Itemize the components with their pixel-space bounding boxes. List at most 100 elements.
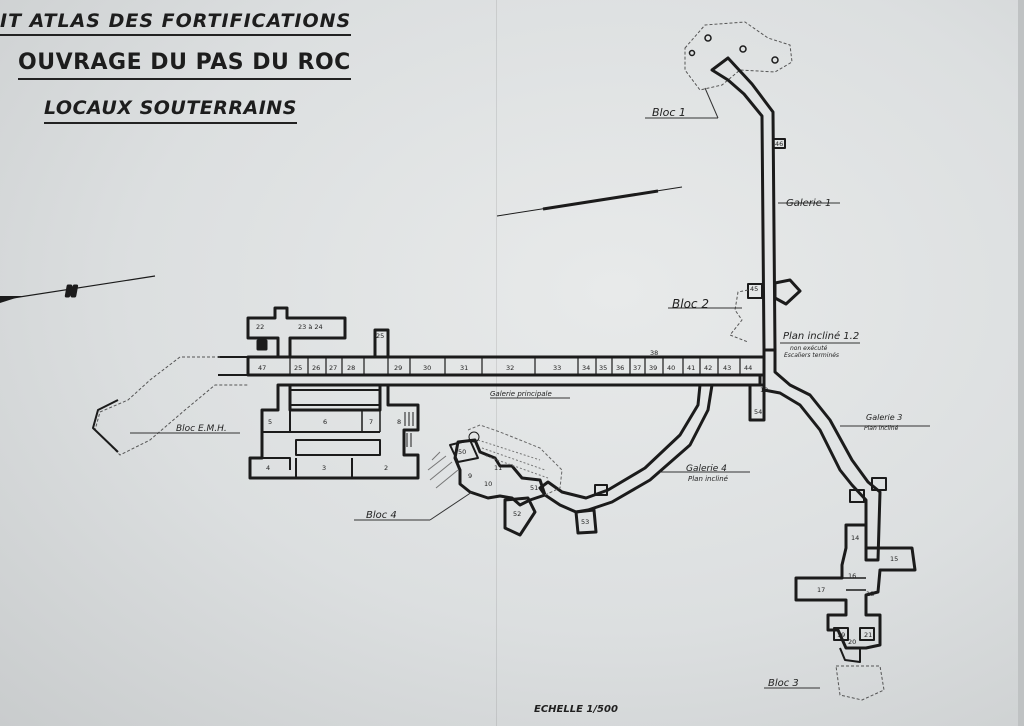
north-arrow	[0, 275, 156, 303]
emh-rooms-3	[262, 439, 381, 470]
room-g3b	[871, 477, 887, 491]
room-number: 4	[266, 464, 270, 472]
bloc3-outline	[835, 665, 885, 701]
ouvrage-title: OUVRAGE DU PAS DU ROC	[18, 50, 351, 80]
gallery-lower-wall	[248, 373, 762, 387]
room-number: 25	[294, 364, 302, 372]
room-number: 8	[397, 418, 401, 426]
room-number: 12	[760, 386, 768, 394]
room-number: 27	[329, 364, 337, 372]
bloc4-hatching	[427, 451, 459, 489]
room-g3	[849, 489, 865, 503]
atlas-title: IT ATLAS DES FORTIFICATIONS	[0, 10, 352, 36]
plan-incline-label: Plan incliné 1.2	[783, 330, 859, 342]
galerie4-sub: Plan incliné	[688, 475, 729, 483]
bloc-3-rooms	[794, 523, 917, 650]
galerie1-label: Galerie 1	[786, 198, 831, 209]
plan-incline-sub2: Escaliers terminés	[784, 352, 839, 359]
room-number: 23 à 24	[298, 323, 323, 331]
leader-lines	[130, 87, 930, 689]
room-26-gal	[772, 138, 786, 149]
bloc1-outline	[684, 21, 793, 91]
room-number: 38	[650, 349, 658, 357]
room-upper-emh	[289, 389, 381, 406]
emh-stairs	[404, 412, 414, 447]
room-number: 2	[384, 464, 388, 472]
room-number: 31	[460, 364, 468, 372]
galerie-principale-label: Galerie principale	[490, 390, 552, 398]
fold-line	[496, 0, 497, 726]
room-numbers: 47 25 26 27 28 29 30 31 32 33 34 35 36 3…	[256, 140, 898, 646]
room-number: 19	[837, 631, 845, 639]
gallery-west-end	[218, 356, 248, 376]
room-number: 20	[848, 638, 856, 646]
room-number: 43	[723, 364, 731, 372]
room-number: 29	[394, 364, 402, 372]
galerie-4	[538, 383, 714, 514]
galerie-1	[710, 56, 777, 352]
bloc2-outline	[729, 289, 749, 343]
room-number: 5	[268, 418, 272, 426]
room-21	[859, 627, 875, 641]
room-number: 17	[817, 586, 825, 594]
bloc1-turret	[771, 56, 779, 64]
bloc4-turret	[468, 431, 480, 443]
room-number: 11	[494, 464, 502, 472]
room-number: 16	[848, 572, 856, 580]
room-number: 7	[369, 418, 373, 426]
room-number: 53	[581, 518, 589, 526]
room-number: 54	[754, 408, 762, 416]
room-number: 52	[513, 510, 521, 518]
room-number: 45	[750, 285, 758, 293]
room-number: 28	[347, 364, 355, 372]
galerie3-label: Galerie 3	[866, 413, 902, 422]
bloc4-label: Bloc 4	[366, 510, 397, 521]
bloc2-label: Bloc 2	[672, 297, 709, 311]
room-number: 3	[322, 464, 326, 472]
room-number: 39	[649, 364, 657, 372]
bloc4-outline	[467, 424, 563, 496]
bloc2-room	[747, 283, 763, 299]
gallery-room-dividers	[289, 357, 741, 375]
room-number: 47	[258, 364, 266, 372]
room-number: 18	[866, 590, 874, 598]
room-marker	[256, 339, 268, 351]
plan-incline-sub1: non exécuté	[790, 345, 828, 352]
bloc3-label: Bloc 3	[768, 678, 799, 689]
galerie-3	[762, 348, 882, 562]
room-number: 21	[864, 631, 872, 639]
room-number: 22	[256, 323, 264, 331]
bloc-emh-outline	[94, 356, 248, 456]
room-number: 26	[312, 364, 320, 372]
room-number: 25	[376, 332, 384, 340]
room-number: 6	[323, 418, 327, 426]
bloc4-ditch	[477, 439, 549, 479]
room-number: 34	[582, 364, 590, 372]
room-number: 37	[633, 364, 641, 372]
room-13	[574, 508, 598, 535]
bloc1-turret	[704, 34, 712, 42]
room-52	[503, 496, 537, 537]
bloc1-turret	[739, 45, 747, 53]
room-number: 10	[484, 480, 492, 488]
locaux-title: LOCAUX SOUTERRAINS	[44, 97, 297, 124]
room-g4	[594, 484, 608, 496]
galerie3-sub: Plan incliné	[864, 425, 899, 432]
room-number: 33	[553, 364, 561, 372]
room-number: 32	[506, 364, 514, 372]
north-label: N	[66, 285, 77, 300]
galerie4-label: Galerie 4	[686, 464, 727, 474]
room-number: 15	[890, 555, 898, 563]
bloc2-shape	[773, 278, 802, 306]
rooms-22-24	[246, 306, 347, 359]
room-50	[449, 439, 479, 463]
scale-label: ECHELLE 1/500	[534, 704, 618, 715]
room-number: 51	[530, 484, 538, 492]
survey-bar	[542, 189, 659, 211]
room-number: 30	[423, 364, 431, 372]
room-number: 14	[851, 534, 859, 542]
room-number: 44	[744, 364, 752, 372]
sheet-edge	[1018, 0, 1024, 726]
